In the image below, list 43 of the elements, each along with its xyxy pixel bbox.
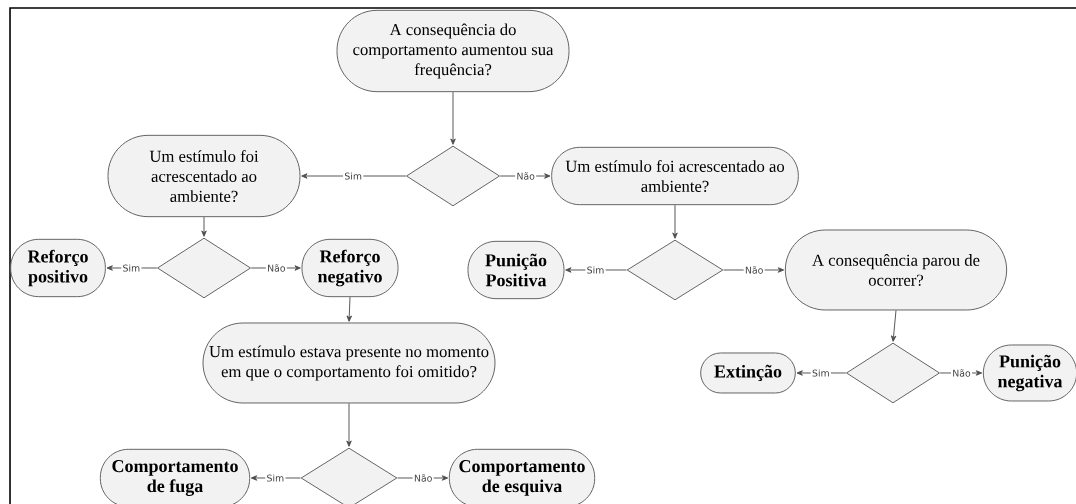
edge-label: Sim <box>343 171 364 181</box>
arrow <box>346 296 352 322</box>
arrow <box>499 173 551 179</box>
terminal-box: Comportamento de fuga <box>99 448 251 504</box>
question-box: A consequência parou de ocorrer? <box>784 229 1008 311</box>
arrow <box>106 265 158 271</box>
edge-label: Não <box>412 472 434 483</box>
arrow <box>346 403 352 447</box>
question-box: Um estímulo foi acrescentado ao ambiente? <box>551 146 799 206</box>
decision-diamond <box>406 145 500 207</box>
decision-diamond <box>846 342 940 404</box>
edge-label: Sim <box>265 473 286 483</box>
edge-label: Sim <box>810 368 831 378</box>
arrow <box>723 267 785 273</box>
question-box: Um estímulo foi acrescentado ao ambiente? <box>107 134 301 218</box>
decision-diamond <box>300 447 398 504</box>
edge-label: Não <box>743 264 765 275</box>
question-box: Um estímulo estava presente no momento em que o comportamento foi omitido? <box>202 322 496 404</box>
arrow <box>796 370 847 376</box>
edge-label: Sim <box>585 265 606 275</box>
edge-label: Não <box>265 262 287 273</box>
question-box: A consequência do comportamento aumentou sua frequência? <box>336 9 570 93</box>
terminal-box: Comportamento de esquiva <box>448 448 596 504</box>
terminal-box: Punição negativa <box>982 344 1076 402</box>
edge-label: Não <box>515 171 537 181</box>
arrow <box>397 475 449 481</box>
arrow <box>201 216 207 237</box>
arrow <box>301 173 407 179</box>
edge-label: Sim <box>121 263 142 273</box>
arrow <box>939 370 983 376</box>
terminal-box: Punição Positiva <box>467 240 565 300</box>
arrow <box>450 91 456 145</box>
decision-diamond <box>626 239 724 301</box>
terminal-box: Reforço positivo <box>10 238 106 298</box>
decision-diamond <box>157 237 251 299</box>
arrow <box>250 475 301 481</box>
terminal-box: Reforço negativo <box>301 238 399 298</box>
arrow <box>250 265 301 271</box>
arrow <box>672 204 678 239</box>
terminal-box: Extinção <box>700 352 796 394</box>
edge-label: Não <box>950 367 973 378</box>
arrow <box>565 267 627 273</box>
arrow <box>890 310 897 342</box>
